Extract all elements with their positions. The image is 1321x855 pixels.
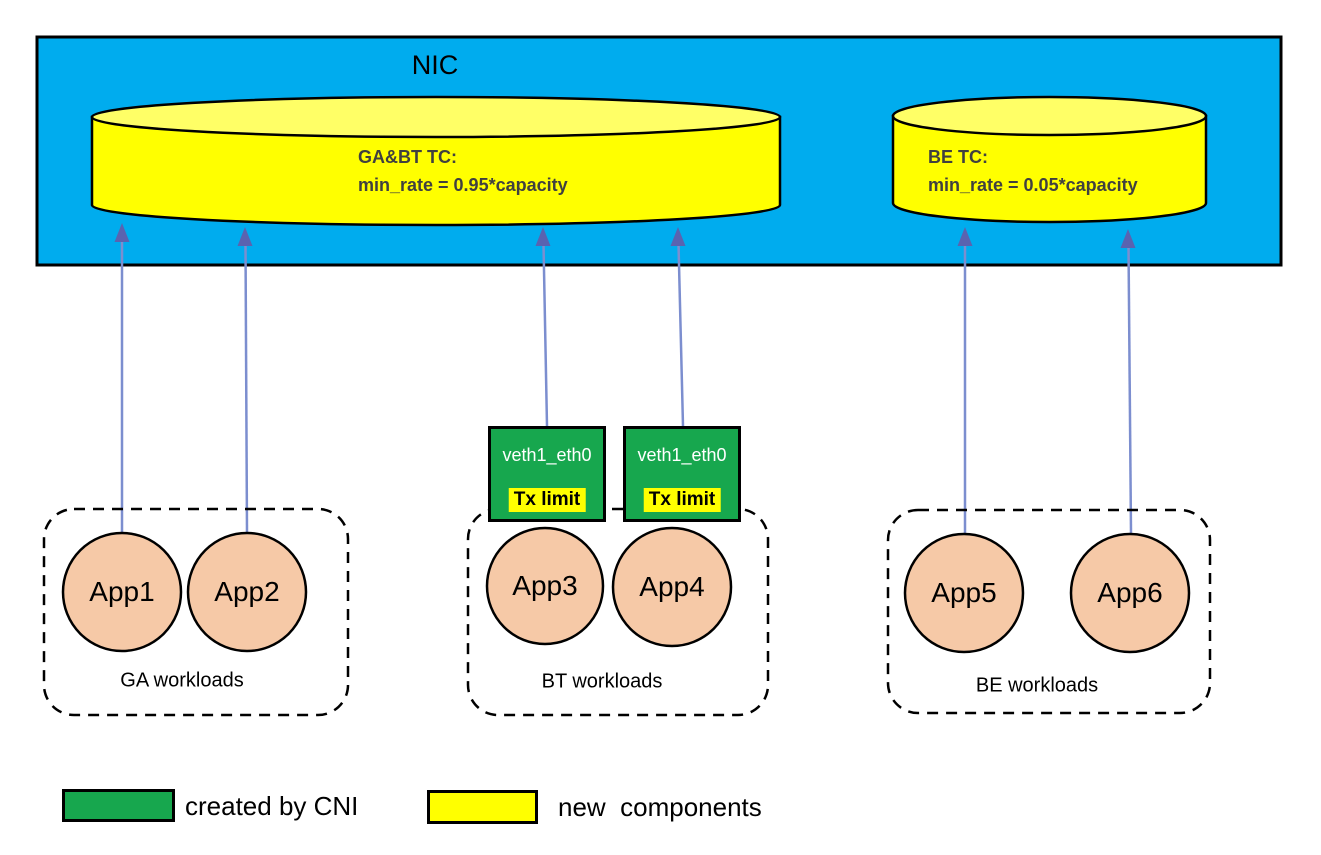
- veth-device-2: veth1_eth0 Tx limit: [623, 426, 741, 522]
- app1-label: App1: [89, 576, 155, 607]
- arrow-veth2-line: [677, 243, 685, 427]
- arrow-app1-head: [114, 223, 130, 242]
- veth2-tx-limit: Tx limit: [643, 488, 721, 512]
- bt-workloads-label: BT workloads: [541, 670, 663, 693]
- be-workloads-label: BE workloads: [975, 674, 1099, 697]
- ga-workloads-label: GA workloads: [120, 669, 244, 692]
- be-tc-rate: min_rate = 0.05*capacity: [928, 175, 1138, 195]
- app2-label: App2: [214, 576, 280, 607]
- arrow-app5-head: [957, 227, 973, 246]
- be-tc-title: BE TC:: [928, 147, 988, 167]
- be-tc-cylinder-body: [891, 114, 1208, 224]
- gabt-tc-rate: min_rate = 0.95*capacity: [358, 175, 568, 195]
- gabt-tc-cylinder-body: [90, 115, 782, 227]
- be-tc-text: BE TC: min_rate = 0.05*capacity: [928, 143, 1138, 199]
- app6-circle: [1069, 532, 1191, 654]
- arrow-app6-line: [1127, 245, 1133, 534]
- ga-workloads-box: [42, 507, 350, 717]
- arrow-app2-line: [244, 243, 249, 534]
- app4-label: App4: [639, 571, 705, 602]
- app2-circle: [186, 531, 308, 653]
- gabt-tc-text: GA&BT TC: min_rate = 0.95*capacity: [358, 143, 568, 199]
- app6-label: App6: [1097, 577, 1163, 608]
- app3-circle: [485, 526, 605, 646]
- be-workloads-box: [886, 508, 1212, 715]
- veth1-tx-limit: Tx limit: [508, 488, 586, 512]
- gabt-tc-title: GA&BT TC:: [358, 147, 457, 167]
- app4-circle: [611, 526, 733, 648]
- arrow-veth2-head: [670, 227, 686, 246]
- arrow-veth1-line: [542, 243, 549, 427]
- nic-title: NIC: [411, 50, 459, 80]
- arrow-veth1-head: [535, 227, 551, 246]
- legend-yellow-label: new components: [558, 792, 762, 822]
- gabt-tc-cylinder-top: [90, 95, 782, 139]
- arrow-app6-head: [1120, 229, 1136, 248]
- legend-green-label: created by CNI: [185, 791, 359, 821]
- veth1-name: veth1_eth0: [502, 445, 592, 465]
- arrow-app2-head: [237, 227, 253, 246]
- legend-green-swatch: [62, 789, 175, 822]
- veth-device-1: veth1_eth0 Tx limit: [488, 426, 606, 522]
- be-tc-cylinder-top: [891, 95, 1208, 137]
- legend-yellow-swatch: [427, 790, 538, 824]
- flow-arrowheads: [114, 223, 1136, 248]
- veth2-name: veth1_eth0: [637, 445, 727, 465]
- bt-workloads-box: [466, 507, 770, 717]
- app1-circle: [61, 531, 183, 653]
- app3-label: App3: [512, 570, 578, 601]
- app5-circle: [903, 532, 1025, 654]
- flow-arrows: [120, 240, 1133, 534]
- app5-label: App5: [931, 577, 997, 608]
